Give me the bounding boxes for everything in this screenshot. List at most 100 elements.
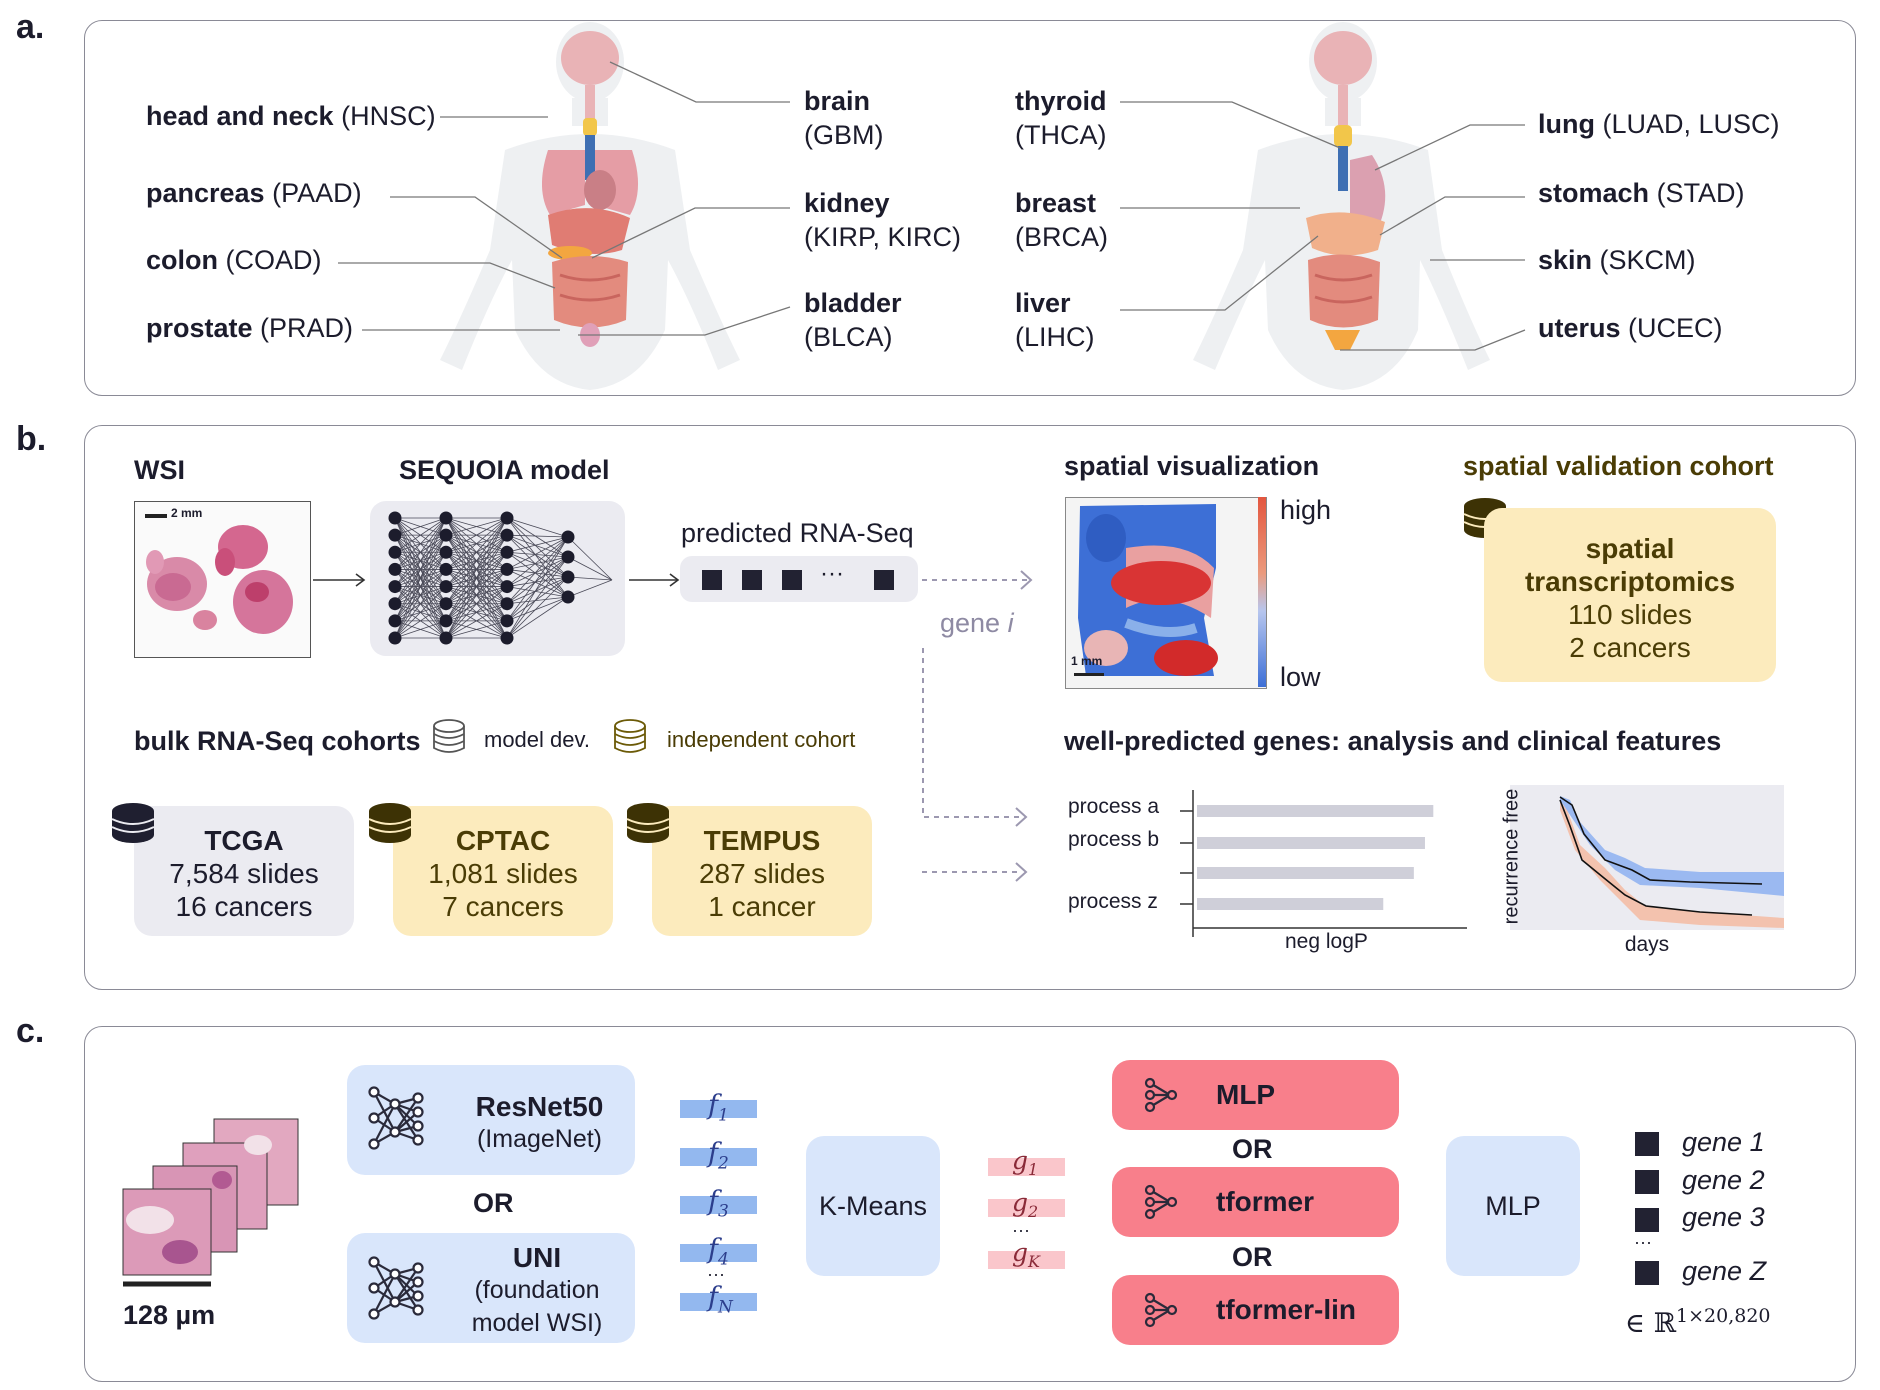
wsi-title: WSI [134, 455, 185, 485]
predicted-vector-box: ··· [680, 556, 918, 602]
gene-square [1635, 1170, 1659, 1194]
nn-node [388, 631, 402, 645]
organ-label-prostate: prostate (PRAD) [146, 313, 354, 343]
process-label-a: process a [1068, 795, 1160, 818]
nn-node [388, 580, 402, 594]
nn-node [500, 631, 514, 645]
gene-ellipsis: ··· [1634, 1232, 1652, 1252]
organ-label-skin: skin (SKCM) [1538, 245, 1696, 275]
nn-node [439, 580, 453, 594]
kmeans-box: K-Means [806, 1136, 940, 1276]
nn-node [439, 597, 453, 611]
wsi-thumbnail: 2 mm [134, 501, 311, 658]
organ-label-bladder: bladder(BLCA) [804, 288, 902, 352]
nn-node [439, 631, 453, 645]
heatmap-image [1078, 504, 1218, 676]
aggregator-tformer-label: tformer [1216, 1186, 1315, 1217]
scale-bar-1mm [1074, 673, 1104, 676]
nn-node [500, 580, 514, 594]
nn-node [500, 511, 514, 525]
tformer-icon [1144, 1184, 1178, 1220]
nn-node [388, 614, 402, 628]
nn-node [388, 528, 402, 542]
database-icon-cptac [368, 803, 412, 843]
nn-node [500, 545, 514, 559]
spatial-transcriptomics-card: spatial transcriptomics 110 slides 2 can… [1484, 508, 1776, 682]
encoder-resnet50-box: ResNet50 (ImageNet) [347, 1065, 635, 1175]
panel-label-c: c. [16, 1012, 45, 1050]
nn-node [388, 511, 402, 525]
feature-bar [680, 1100, 757, 1118]
aggregator-mlp-label: MLP [1216, 1079, 1276, 1110]
feature-bar [680, 1244, 757, 1262]
vector-cell [702, 570, 722, 590]
gene-label-2: gene 2 [1682, 1165, 1765, 1195]
scale-1mm-label: 1 mm [1071, 654, 1103, 668]
nn-node [388, 597, 402, 611]
vector-cell [874, 570, 894, 590]
vector-cell [782, 570, 802, 590]
tile-scale-label: 128 µm [123, 1300, 216, 1330]
panel-label-b: b. [16, 420, 47, 458]
cluster-bar [988, 1199, 1065, 1217]
bulk-rnaseq-title: bulk RNA-Seq cohorts [134, 726, 421, 756]
cohort-card-tcga: TCGA 7,584 slides 16 cancers [134, 806, 354, 936]
output-space-label: ∈ ℝ1×20,820 [1625, 1305, 1771, 1339]
legend-model-dev: model dev. [484, 727, 590, 752]
cohort-card-tempus: TEMPUS 287 slides 1 cancer [652, 806, 872, 936]
nn-node [500, 562, 514, 576]
gene-label-3: gene 3 [1682, 1202, 1765, 1232]
gene-i-label: gene i [940, 608, 1014, 638]
spatial-cohort-title: spatial validation cohort [1463, 451, 1774, 481]
encoder-resnet50-text: ResNet50 (ImageNet) [475, 1091, 604, 1153]
organ-label-stomach: stomach (STAD) [1538, 178, 1745, 208]
cluster-label-k: gK [1012, 1238, 1040, 1271]
nn-node [388, 562, 402, 576]
leader-lines [338, 61, 1526, 351]
colorbar-low-label: low [1280, 662, 1321, 692]
tformer-lin-icon [1144, 1292, 1178, 1328]
model-title: SEQUOIA model [399, 455, 610, 485]
process-bar [1197, 837, 1425, 849]
cluster-bar [988, 1251, 1065, 1269]
vector-ellipsis: ··· [820, 560, 844, 587]
mlp-icon [1144, 1077, 1178, 1113]
panel-label-a: a. [16, 8, 45, 46]
gene-square [1635, 1261, 1659, 1285]
panel-a [84, 20, 1856, 396]
colorbar [1258, 497, 1266, 687]
or-label-agg-1: OR [1232, 1134, 1273, 1164]
nn-node [561, 590, 575, 604]
organ-label-uterus: uterus (UCEC) [1538, 313, 1723, 343]
nn-node [561, 550, 575, 564]
organ-label-colon: colon (COAD) [146, 245, 322, 275]
scale-2mm-label: 2 mm [171, 506, 203, 520]
feature-ellipsis: ··· [707, 1264, 725, 1284]
organ-label-liver: liver(LIHC) [1015, 288, 1095, 352]
process-label-z: process z [1068, 890, 1158, 913]
vector-cell [742, 570, 762, 590]
nn-node [439, 614, 453, 628]
gene-square [1635, 1132, 1659, 1156]
cluster-ellipsis: ··· [1012, 1220, 1030, 1240]
feature-label-n: fN [708, 1282, 733, 1318]
feature-bar [680, 1148, 757, 1166]
gene-label-1: gene 1 [1682, 1127, 1765, 1157]
predicted-rnaseq-label: predicted RNA-Seq [681, 518, 914, 548]
scale-bar [145, 514, 167, 518]
encoder-uni-box: UNI (foundation model WSI) [347, 1233, 635, 1343]
feature-bar [680, 1293, 757, 1311]
or-label-agg-2: OR [1232, 1242, 1273, 1272]
database-icon-tempus [626, 803, 670, 843]
organ-label-lung: lung (LUAD, LUSC) [1538, 109, 1780, 139]
well-predicted-title: well-predicted genes: analysis and clini… [1064, 726, 1722, 756]
